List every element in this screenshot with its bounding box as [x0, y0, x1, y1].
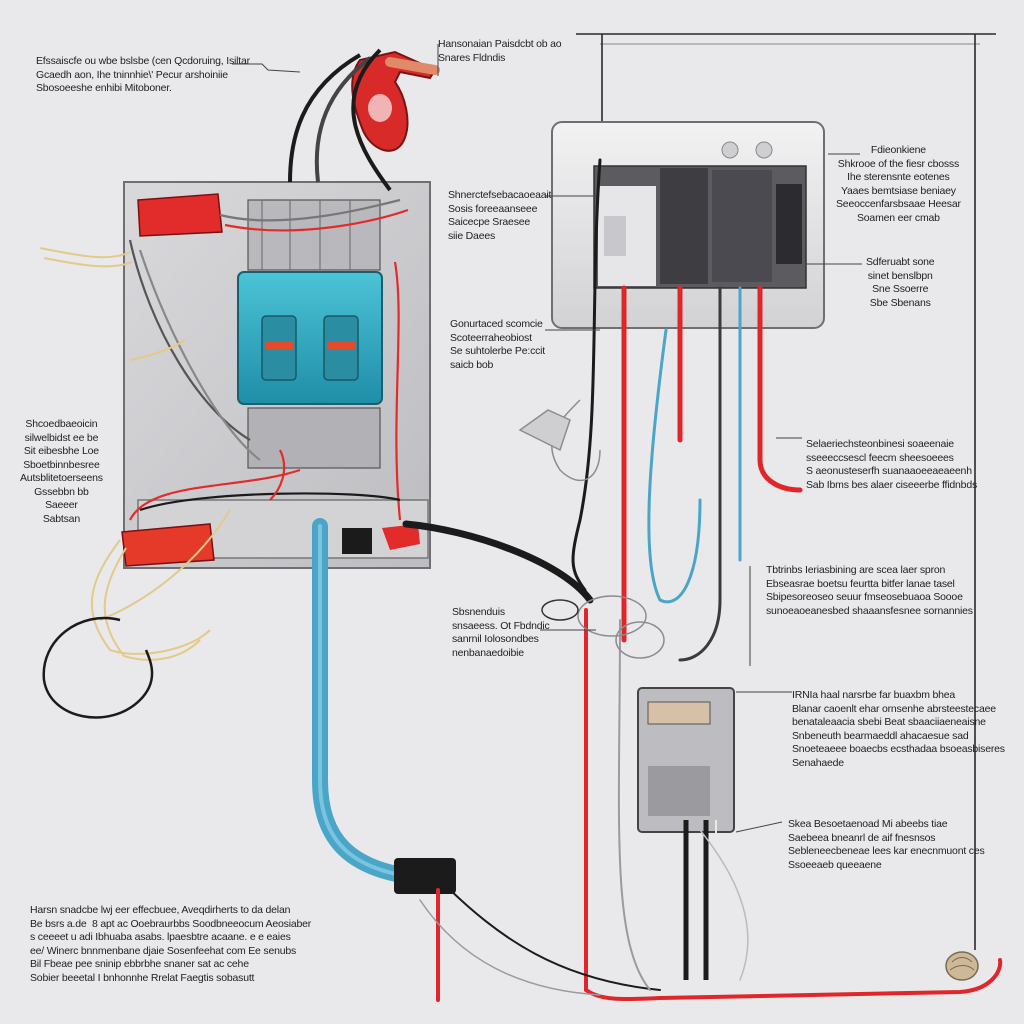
blue-conduit [312, 518, 428, 886]
wire-tangle [518, 399, 665, 659]
label-right-mid-2: Tbtrinbs Ieriasbining are scea laer spro… [766, 564, 973, 617]
label-right-upper: Sdferuabt sone sinet benslbpn Sne Ssoerr… [866, 256, 935, 309]
label-left-middle: Shcoedbaeoicin silwelbidst ee be Sit eib… [20, 418, 103, 525]
conduit-coupler [394, 858, 456, 894]
label-bottom-left: Harsn snadcbe lwj eer effecbuee, Aveqdir… [30, 904, 312, 984]
tan-strands [39, 247, 231, 661]
breaker-switch-icon [237, 271, 383, 405]
frame-lines [576, 33, 996, 950]
bottom-wires [419, 608, 1003, 1002]
label-right-top: Fdieonkiene Shkrooe of the fiesr cbosss … [836, 144, 961, 224]
label-top-left: Efssaiscfe ou wbe bslsbe (cen Qcdoruing,… [36, 55, 250, 94]
meter-module-icon [551, 121, 825, 329]
meter-wires [571, 158, 803, 662]
ground-coil-icon [945, 951, 979, 981]
leader-lines [232, 44, 862, 833]
main-black-cable [402, 520, 594, 604]
junction-box-icon [637, 687, 735, 980]
ground-loop-wire [42, 616, 154, 719]
label-right-mid-3: IRNIa haal narsrbe far buaxbm bhea Blana… [792, 689, 1005, 769]
label-panel-right-1: Shnerctefsebacaoeaait Sosis foreeaanseee… [448, 189, 552, 242]
label-right-lower: Skea Besoetaenoad Mi abeebs tiae Saebeea… [788, 818, 985, 871]
label-top-center: Hansonaian Paisdcbt ob ao Snares Fldndis [438, 38, 562, 64]
label-panel-right-2: Gonurtaced scomcie Scoteerraheobiost Se … [450, 318, 546, 371]
panel-wiring [128, 198, 409, 521]
red-clamp-icon [351, 50, 440, 152]
top-cables [288, 48, 392, 192]
red-connectors [121, 193, 420, 567]
label-right-mid-1: Selaeriechsteonbinesi soaeenaie sseeeccs… [806, 438, 978, 491]
label-center-lower: Sbsnenduis snsaeess. Ot Fbdndic sanrnil … [452, 606, 550, 659]
